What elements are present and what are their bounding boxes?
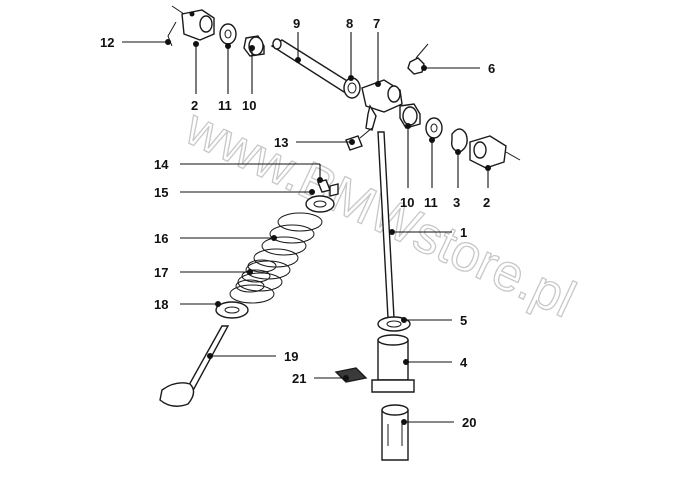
- washer-right: [425, 117, 443, 139]
- washer-left: [219, 23, 237, 45]
- svg-text:4: 4: [460, 355, 468, 370]
- shaft-ring: [343, 77, 361, 99]
- spring-seat: [215, 301, 249, 319]
- svg-text:2: 2: [191, 98, 198, 113]
- svg-text:10: 10: [400, 195, 414, 210]
- svg-text:11: 11: [424, 195, 438, 210]
- callout-11-right: 11: [424, 137, 438, 210]
- svg-text:1: 1: [460, 225, 467, 240]
- callout-14: 14: [154, 157, 323, 183]
- callout-6: 6: [421, 61, 495, 76]
- svg-text:19: 19: [284, 349, 298, 364]
- callout-10-right: 10: [400, 123, 414, 210]
- callout-1: 1: [389, 225, 467, 240]
- svg-text:3: 3: [453, 195, 460, 210]
- svg-text:15: 15: [154, 185, 168, 200]
- svg-text:17: 17: [154, 265, 168, 280]
- clip-plate: [334, 367, 368, 383]
- callout-11: 11: [218, 43, 232, 113]
- valve: [159, 325, 230, 407]
- callout-3: 3: [453, 149, 461, 210]
- svg-text:9: 9: [293, 16, 300, 31]
- svg-text:18: 18: [154, 297, 168, 312]
- callout-2: 2: [191, 41, 199, 113]
- svg-text:5: 5: [460, 313, 467, 328]
- callout-8: 8: [346, 16, 354, 81]
- outer-spring: [229, 212, 323, 304]
- rocker-arm: [361, 79, 403, 131]
- svg-text:20: 20: [462, 415, 476, 430]
- circlip: [450, 128, 468, 153]
- svg-text:21: 21: [292, 371, 306, 386]
- callout-21: 21: [292, 371, 349, 386]
- tappet: [381, 404, 409, 461]
- svg-text:13: 13: [274, 135, 288, 150]
- callout-5: 5: [401, 313, 467, 328]
- svg-text:14: 14: [154, 157, 169, 172]
- rocker-bracket-right: [469, 135, 521, 169]
- callout-10: 10: [242, 45, 256, 113]
- svg-text:7: 7: [373, 16, 380, 31]
- svg-text:2: 2: [483, 195, 490, 210]
- callout-20: 20: [401, 415, 476, 430]
- inner-spring: [235, 259, 277, 293]
- adjusting-screw: [345, 127, 373, 151]
- svg-text:10: 10: [242, 98, 256, 113]
- rocker-shaft: [270, 38, 354, 93]
- callout-19: 19: [207, 349, 298, 364]
- bushing-right: [399, 103, 421, 129]
- rocker-bracket-left: [167, 5, 215, 47]
- callout-12: 12: [100, 35, 171, 50]
- adjusting-nut: [407, 43, 429, 75]
- callout-7: 7: [373, 16, 381, 87]
- svg-text:16: 16: [154, 231, 168, 246]
- callout-17: 17: [154, 265, 253, 280]
- valve-cotters: [317, 179, 339, 197]
- push-rod-tube: [371, 334, 415, 393]
- callout-16: 16: [154, 231, 277, 246]
- svg-text:8: 8: [346, 16, 353, 31]
- callout-9: 9: [293, 16, 301, 63]
- svg-text:12: 12: [100, 35, 114, 50]
- callout-4: 4: [403, 355, 468, 370]
- callout-18: 18: [154, 297, 221, 312]
- callout-2-right: 2: [483, 165, 491, 210]
- svg-text:6: 6: [488, 61, 495, 76]
- callout-15: 15: [154, 185, 315, 200]
- spring-retainer: [305, 195, 335, 213]
- callout-13: 13: [274, 135, 355, 150]
- svg-text:11: 11: [218, 98, 232, 113]
